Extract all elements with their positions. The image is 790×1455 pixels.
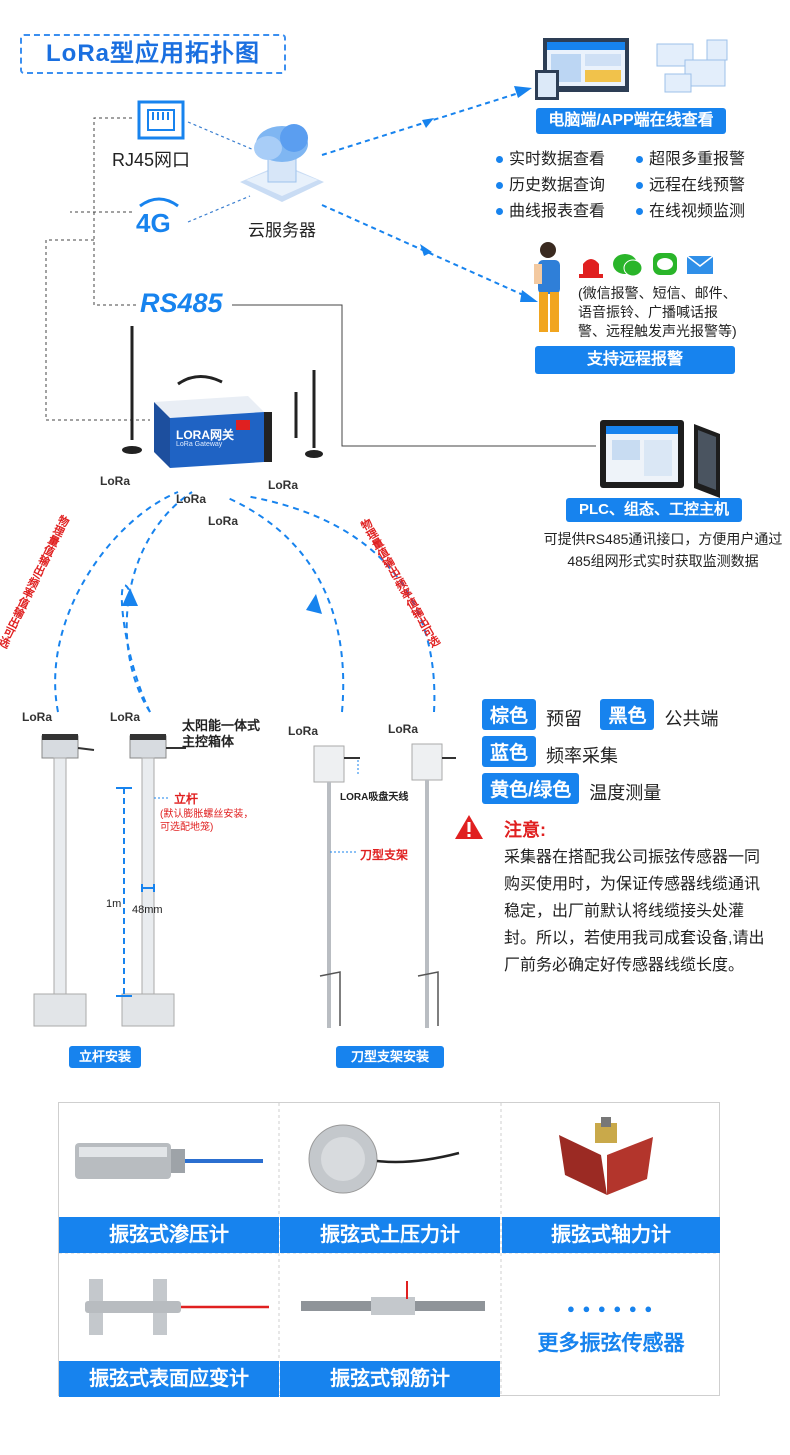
plc-desc-line: 可提供RS485通讯接口，方便用户通过	[543, 531, 783, 547]
lora-label: LoRa	[110, 710, 140, 724]
antenna-label: LORA吸盘天线	[340, 792, 409, 803]
more-sensors-label: 更多振弦传感器	[537, 1332, 685, 1355]
lora-label: LoRa	[100, 474, 130, 488]
feature-item: 在线视频监测	[636, 197, 745, 221]
computer-screens-icon	[535, 30, 745, 107]
lora-label: LoRa	[388, 722, 418, 736]
alarm-icons	[577, 250, 717, 285]
wire-legend-row: 蓝色频率采集	[482, 736, 632, 768]
title-box: LoRa型应用拓扑图	[20, 34, 286, 74]
alarm-header: 支持远程报警	[535, 346, 735, 374]
email-icon	[686, 255, 714, 274]
sms-icon	[653, 253, 677, 275]
solar-box-line: 主控箱体	[182, 734, 235, 749]
lora-label: LoRa	[22, 710, 52, 724]
rs485-label: RS485	[140, 288, 223, 318]
sensor-label: 振弦式表面应变计	[59, 1361, 279, 1397]
pole-install-drawing	[33, 734, 186, 1027]
cloud-server-icon	[232, 110, 332, 211]
pole-label: 立杆	[174, 792, 199, 806]
notice-body: 采集器在搭配我公司振弦传感器一同购买使用时，为保证传感器线缆通讯稳定，出厂前默认…	[504, 849, 765, 974]
bracket-label: 刀型支架	[360, 848, 409, 862]
alarm-desc-line: 警、远程触发声光报警等)	[578, 323, 737, 339]
feature-item: 曲线报表查看	[496, 197, 605, 221]
wire-color-tag: 蓝色	[482, 736, 537, 767]
4g-icon: 4G	[136, 196, 182, 239]
wire-color-text: 公共端	[664, 708, 719, 729]
solar-box-label: 太阳能一体式 主控箱体	[182, 718, 260, 750]
pole-note: (默认膨胀螺丝安装， 可选配地笼)	[160, 808, 253, 834]
notice-title: 注意:	[504, 820, 546, 840]
wire-legend-row: 棕色预留 黑色公共端	[482, 699, 732, 731]
grid-dividers	[59, 1103, 719, 1395]
plc-desc: 可提供RS485通讯接口，方便用户通过 485组网形式实时获取监测数据	[538, 528, 788, 572]
cloud-label: 云服务器	[248, 221, 316, 240]
feature-item: 超限多重报警	[636, 145, 745, 169]
4g-label: 4G	[136, 208, 171, 238]
feature-item: 实时数据查看	[496, 145, 605, 169]
sensor-label: 振弦式钢筋计	[280, 1361, 500, 1397]
rebar-meter-image	[301, 1279, 491, 1334]
sensor-label: 振弦式土压力计	[280, 1217, 500, 1253]
plc-header: PLC、组态、工控主机	[566, 498, 742, 522]
knife-install-drawing	[313, 743, 456, 1028]
lora-gateway-device	[118, 320, 328, 475]
feature-item: 历史数据查询	[496, 171, 605, 195]
pole-note-line: 可选配地笼)	[160, 822, 214, 833]
piezometer-image	[75, 1129, 265, 1198]
wire-color-text: 温度测量	[589, 782, 662, 803]
pole-install-caption: 立杆安装	[69, 1046, 141, 1068]
warning-icon	[454, 814, 484, 845]
surface-strain-gauge-image	[81, 1275, 271, 1344]
knife-install-caption: 刀型支架安装	[336, 1046, 444, 1068]
more-dots: ● ● ● ● ● ●	[567, 1301, 655, 1316]
pole-note-line: (默认膨胀螺丝安装，	[160, 809, 254, 820]
page-title: LoRa型应用拓扑图	[46, 40, 260, 67]
alarm-desc-line: 语音振铃、广播喊话报	[578, 304, 718, 320]
alarm-desc-line: (微信报警、短信、邮件、	[578, 285, 737, 301]
alarm-desc: (微信报警、短信、邮件、 语音振铃、广播喊话报 警、远程触发声光报警等)	[578, 284, 737, 341]
online-view-header: 电脑端/APP端在线查看	[536, 108, 726, 134]
gateway-sub: LoRa Gateway	[176, 441, 223, 448]
wire-color-tag: 黄色/绿色	[482, 773, 580, 804]
rj45-label: RJ45网口	[112, 150, 191, 170]
rj45-icon	[136, 100, 186, 145]
siren-icon	[579, 259, 603, 278]
pole-height: 1m	[106, 898, 122, 910]
wire-color-tag: 棕色	[482, 699, 537, 730]
lora-label: LoRa	[268, 478, 298, 492]
sensor-label: 振弦式渗压计	[59, 1217, 279, 1253]
solar-box-line: 太阳能一体式	[182, 718, 261, 733]
sensor-label: 振弦式轴力计	[502, 1217, 720, 1253]
wire-legend-row: 黄色/绿色温度测量	[482, 773, 675, 805]
earth-pressure-cell-image	[303, 1121, 463, 1202]
lora-label: LoRa	[176, 492, 206, 506]
plc-monitor-icon	[598, 416, 726, 507]
person-phone-icon	[520, 240, 570, 341]
plc-desc-line: 485组网形式实时获取监测数据	[567, 553, 759, 569]
lora-label: LoRa	[288, 724, 318, 738]
axial-force-meter-image	[549, 1115, 659, 1206]
wechat-icon	[613, 254, 643, 277]
lora-label: LoRa	[208, 514, 238, 528]
wire-color-tag: 黑色	[600, 699, 655, 730]
wire-color-text: 预留	[546, 708, 583, 729]
pole-diameter: 48mm	[132, 904, 163, 916]
gateway-brand: LORA网关	[176, 428, 234, 442]
feature-item: 远程在线预警	[636, 171, 745, 195]
wire-color-text: 频率采集	[546, 745, 619, 766]
sensor-grid: 振弦式渗压计 振弦式土压力计 振弦式轴力计 ● ● ● ● ● ● 更多振弦传感…	[58, 1102, 720, 1397]
